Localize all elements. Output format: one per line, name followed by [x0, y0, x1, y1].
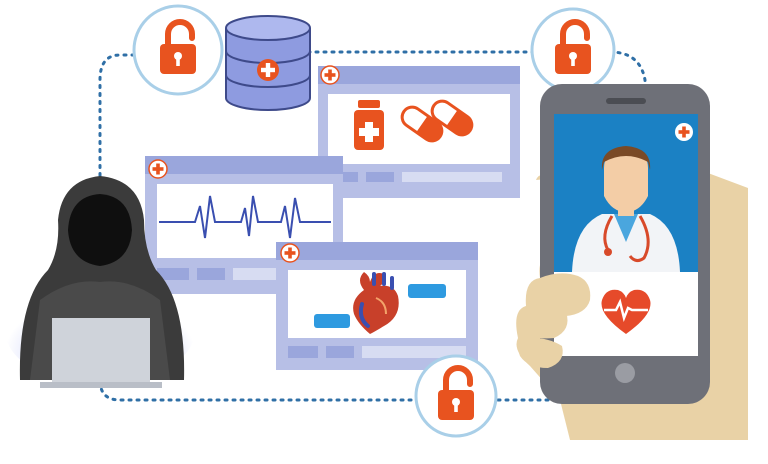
- laptop-icon: [40, 318, 162, 388]
- medical-cross-icon: [320, 65, 340, 85]
- anatomical-heart-icon: [353, 272, 399, 334]
- heart-pulse-icon: [601, 289, 651, 334]
- medical-cross-icon: [148, 159, 168, 179]
- finger: [518, 304, 568, 339]
- medical-cross-icon: [280, 243, 300, 263]
- smartphone-icon: [540, 84, 710, 404]
- medicine-record-window: [318, 65, 520, 198]
- medicine-bottle-icon: [354, 100, 384, 150]
- finger: [518, 337, 563, 368]
- thumb: [531, 273, 591, 316]
- database-icon: [225, 15, 311, 111]
- doctor-avatar-icon: [572, 146, 680, 272]
- hooded-hacker-icon: [5, 176, 195, 388]
- unlocked-padlock-icon: [132, 4, 224, 96]
- ecg-waveform-icon: [159, 195, 331, 239]
- pill-icon: [400, 105, 444, 143]
- pill-icon: [430, 99, 474, 137]
- unlocked-padlock-icon: [414, 354, 498, 438]
- unlocked-padlock-icon: [530, 7, 616, 93]
- cardiology-record-window: [276, 242, 478, 370]
- medical-cross-icon: [675, 123, 693, 141]
- medical-cross-icon: [257, 59, 279, 81]
